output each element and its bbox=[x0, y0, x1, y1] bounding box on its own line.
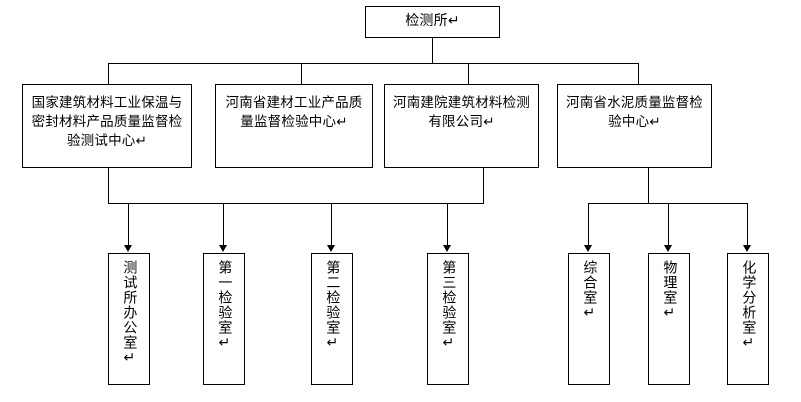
edge-tier2-bus bbox=[108, 63, 639, 64]
edge-tier2-3-down bbox=[483, 168, 484, 204]
node-tier2-4-label: 河南省水泥质量监督检验中心↵ bbox=[566, 95, 703, 131]
node-tier2-1[interactable]: 国家建筑材料工业保温与密封材料产品质量监督检验测试中心↵ bbox=[22, 84, 192, 168]
edge-left-group-bus bbox=[108, 203, 483, 204]
edge-drop-tier2-2 bbox=[301, 63, 302, 84]
node-root-label: 检测所↵ bbox=[405, 13, 460, 30]
edge-drop-leaf-4 bbox=[447, 203, 448, 246]
node-leaf-6-label: 物理室↵ bbox=[661, 260, 678, 322]
node-leaf-2-label: 第一检验室↵ bbox=[216, 260, 233, 352]
node-leaf-5[interactable]: 综合室↵ bbox=[568, 253, 610, 385]
node-tier2-2[interactable]: 河南省建材工业产品质量监督检验中心↵ bbox=[215, 84, 373, 168]
arrow-leaf-3 bbox=[327, 245, 335, 252]
node-leaf-1-label: 测试所办公室↵ bbox=[121, 260, 138, 367]
arrow-leaf-2 bbox=[219, 245, 227, 252]
node-leaf-1[interactable]: 测试所办公室↵ bbox=[108, 253, 150, 385]
arrow-leaf-1 bbox=[124, 245, 132, 252]
node-leaf-5-label: 综合室↵ bbox=[581, 260, 598, 322]
edge-drop-tier2-1 bbox=[108, 63, 109, 84]
edge-drop-leaf-7 bbox=[747, 203, 748, 246]
edge-root-stem bbox=[432, 38, 433, 63]
arrow-leaf-7 bbox=[743, 245, 751, 252]
node-tier2-1-label: 国家建筑材料工业保温与密封材料产品质量监督检验测试中心↵ bbox=[31, 95, 183, 150]
arrow-leaf-6 bbox=[664, 245, 672, 252]
edge-drop-tier2-3 bbox=[468, 63, 469, 84]
edge-drop-leaf-5 bbox=[588, 203, 589, 246]
arrow-leaf-5 bbox=[584, 245, 592, 252]
node-leaf-3[interactable]: 第二检验室↵ bbox=[311, 253, 353, 385]
edge-drop-tier2-4 bbox=[638, 63, 639, 84]
node-tier2-2-label: 河南省建材工业产品质量监督检验中心↵ bbox=[225, 95, 363, 131]
edge-drop-leaf-2 bbox=[223, 203, 224, 246]
edge-tier2-4-down bbox=[648, 168, 649, 204]
node-leaf-2[interactable]: 第一检验室↵ bbox=[203, 253, 245, 385]
node-root[interactable]: 检测所↵ bbox=[365, 6, 500, 38]
arrow-leaf-4 bbox=[443, 245, 451, 252]
node-tier2-3-label: 河南建院建筑材料检测有限公司↵ bbox=[393, 95, 530, 131]
node-tier2-3[interactable]: 河南建院建筑材料检测有限公司↵ bbox=[384, 84, 539, 168]
node-leaf-3-label: 第二检验室↵ bbox=[324, 260, 341, 352]
edge-drop-leaf-3 bbox=[331, 203, 332, 246]
node-leaf-6[interactable]: 物理室↵ bbox=[648, 253, 690, 385]
node-leaf-4[interactable]: 第三检验室↵ bbox=[427, 253, 469, 385]
node-leaf-7-label: 化学分析室↵ bbox=[740, 260, 757, 352]
edge-tier2-1-down bbox=[108, 168, 109, 204]
node-tier2-4[interactable]: 河南省水泥质量监督检验中心↵ bbox=[557, 84, 712, 168]
node-leaf-4-label: 第三检验室↵ bbox=[440, 260, 457, 352]
edge-drop-leaf-1 bbox=[128, 203, 129, 246]
edge-drop-leaf-6 bbox=[668, 203, 669, 246]
node-leaf-7[interactable]: 化学分析室↵ bbox=[727, 253, 769, 385]
